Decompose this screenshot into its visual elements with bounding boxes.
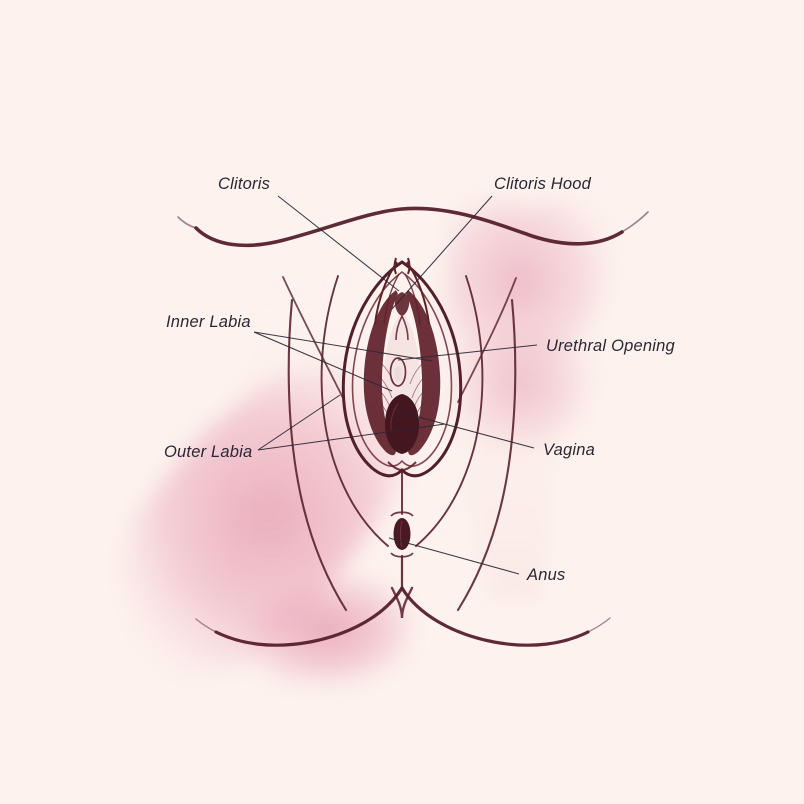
hood-fold-inner-right <box>404 273 421 325</box>
leader-line-outer-labia <box>257 394 341 451</box>
label-clitoris: Clitoris <box>218 175 270 193</box>
hip-top-curve-tail-right <box>621 211 649 233</box>
hip-top-curve-tail-left <box>177 216 197 229</box>
outer-labia-right-contour <box>415 275 484 547</box>
vulva-detail-group <box>341 257 463 558</box>
inner-thigh-right <box>456 298 517 612</box>
leader-line-inner-labia <box>253 331 393 392</box>
anus-crease <box>400 520 403 548</box>
leader-line-group <box>253 195 538 575</box>
hood-fold-inner-left <box>383 273 400 325</box>
labia-minora-right <box>406 290 441 456</box>
label-inner-labia: Inner Labia <box>166 313 251 331</box>
gluteal-crease-right <box>400 586 590 647</box>
anus-mark <box>393 518 411 550</box>
leader-line-clitoris-hood <box>391 195 493 310</box>
labia-majora-inner-ring <box>351 271 453 467</box>
leader-line-urethral-opening <box>397 344 538 361</box>
inner-thigh-left <box>287 298 348 612</box>
label-anus: Anus <box>526 566 565 584</box>
perineum-flare <box>390 586 414 619</box>
urethral-opening-mark <box>389 357 407 387</box>
label-outer-labia: Outer Labia <box>164 443 252 461</box>
inguinal-crease-left <box>282 276 345 401</box>
anus-lower-pucker <box>390 552 414 558</box>
label-clitoris-hood: Clitoris Hood <box>494 175 592 193</box>
gluteal-crease-tail-right <box>587 617 611 633</box>
leader-line-vagina <box>395 410 535 449</box>
hood-tip-left <box>393 257 397 275</box>
vaginal-opening-highlight <box>390 403 399 431</box>
outer-labia-left-contour <box>320 275 389 547</box>
leader-line-outer-labia-2 <box>257 423 446 451</box>
vaginal-opening <box>385 394 419 454</box>
clitoral-glans <box>394 292 410 316</box>
anus-upper-pucker <box>390 511 414 517</box>
clitoral-frenulum <box>395 315 409 341</box>
hood-tip-right <box>407 257 411 275</box>
labia-minora-left <box>363 290 398 456</box>
body-outline-group <box>177 206 649 647</box>
inguinal-crease-right <box>457 277 517 403</box>
gluteal-crease-tail-left <box>195 618 217 633</box>
hip-top-curve <box>194 206 624 248</box>
shading-right-thigh <box>462 300 556 600</box>
clitoral-hood-group <box>374 257 430 325</box>
shading-left-thigh <box>236 300 340 600</box>
wash-bottom-center <box>238 572 414 686</box>
skin-shading-group <box>236 300 556 600</box>
label-urethral-opening: Urethral Opening <box>546 337 675 355</box>
label-vagina: Vagina <box>543 441 595 459</box>
gluteal-crease-left <box>214 586 404 647</box>
urethral-opening-fill <box>394 366 402 382</box>
leader-line-anus <box>388 537 520 575</box>
leader-line-inner-labia-2 <box>253 331 433 362</box>
leader-line-clitoris <box>277 195 400 292</box>
fourchette <box>387 461 417 472</box>
